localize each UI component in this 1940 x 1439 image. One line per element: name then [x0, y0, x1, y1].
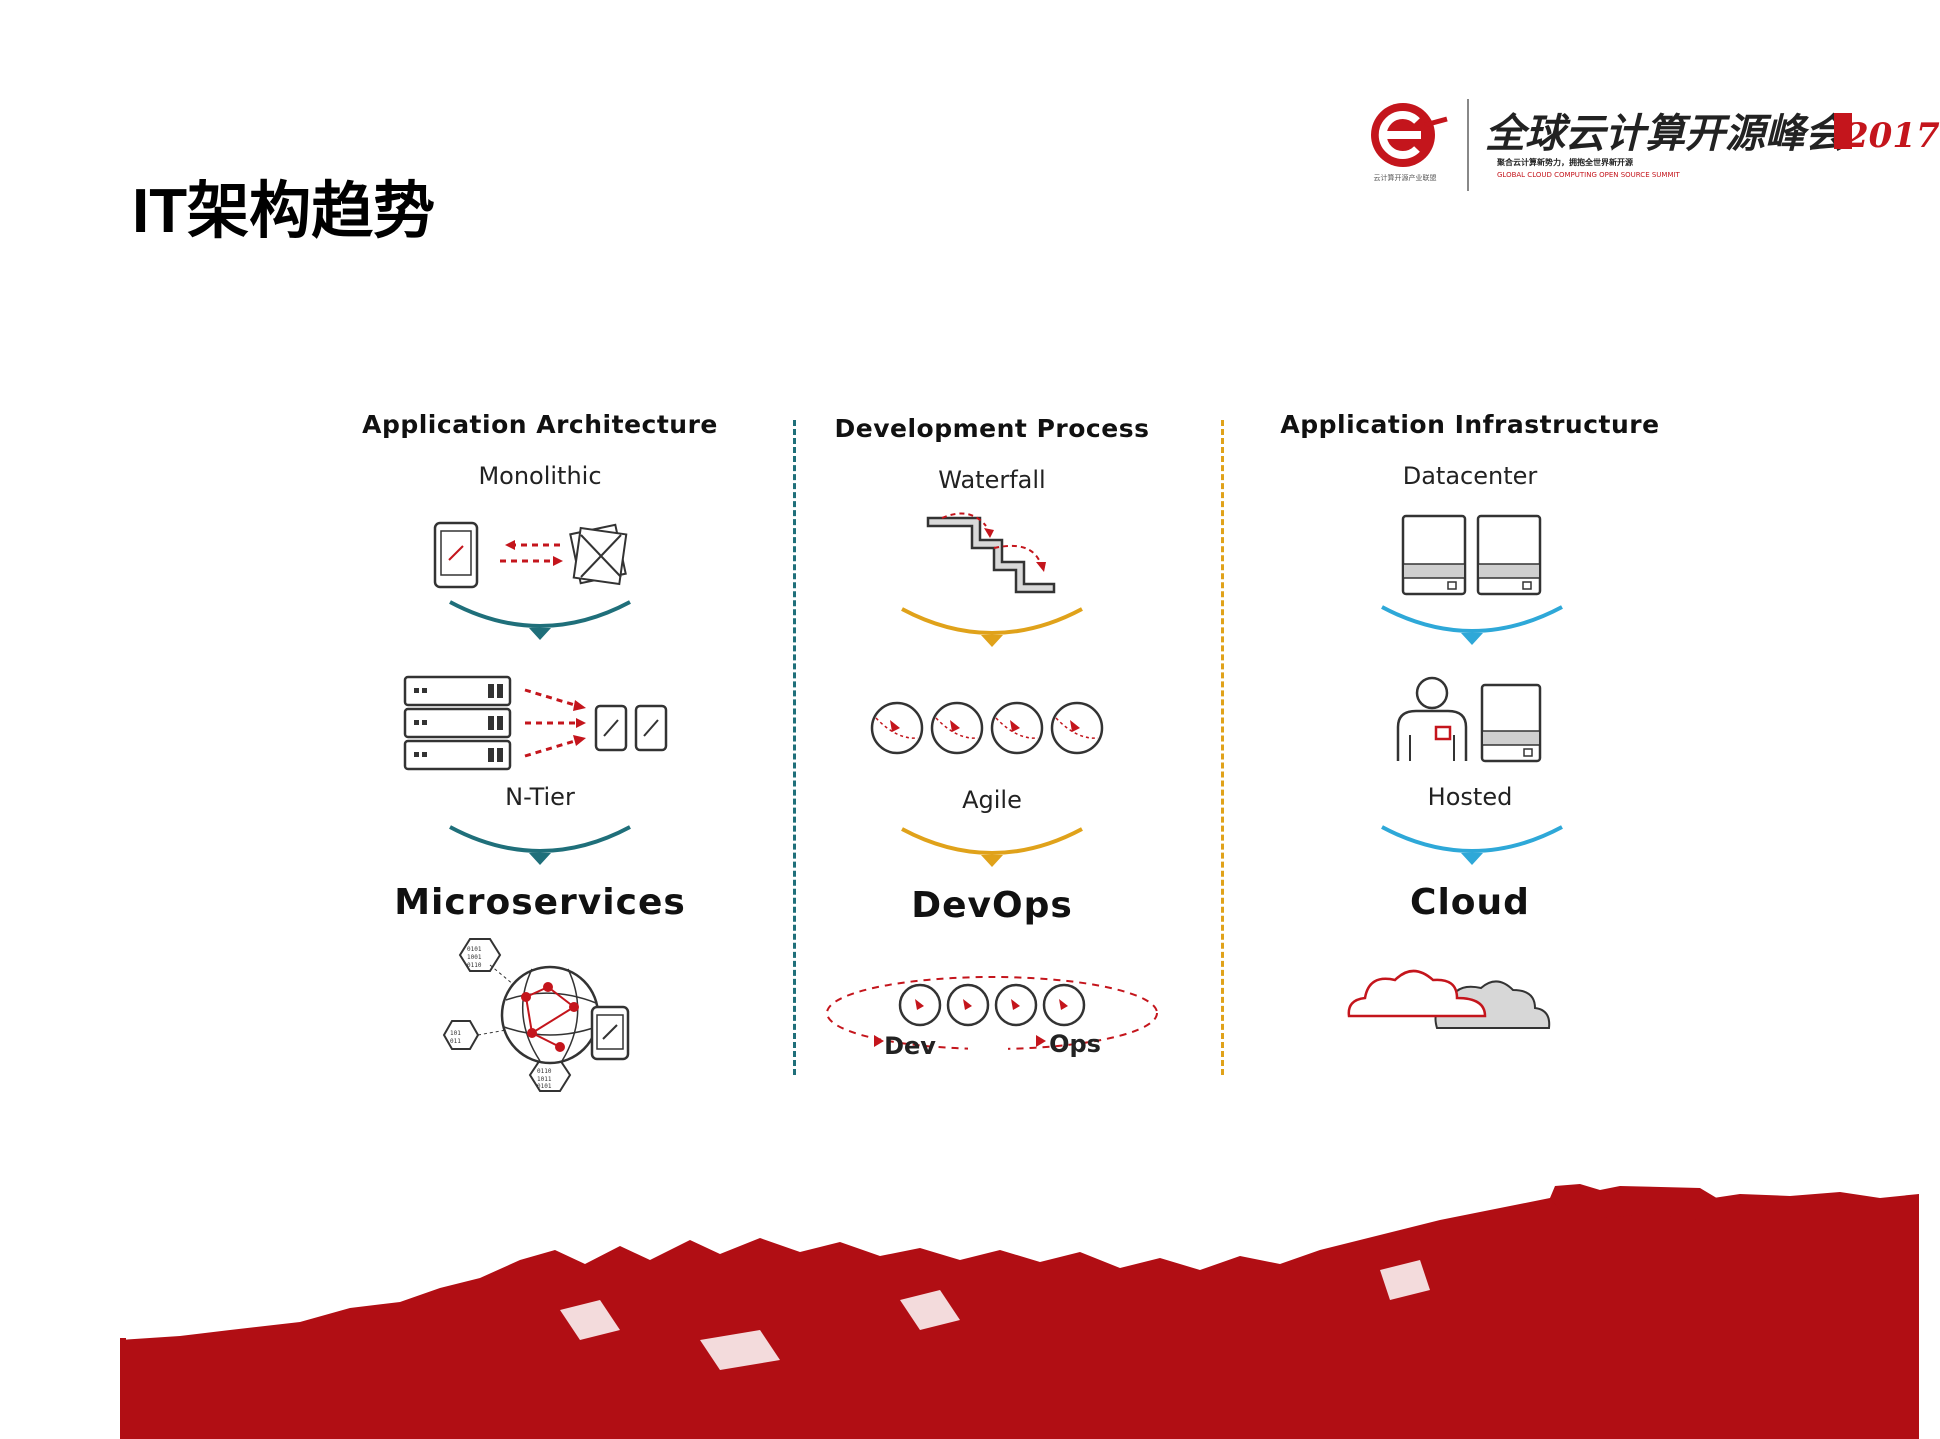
svg-text:1011: 1011: [537, 1076, 552, 1083]
page-title: IT架构趋势: [132, 177, 436, 246]
svg-text:1001: 1001: [467, 954, 482, 961]
waterfall-icon: [926, 512, 1056, 594]
process-arrow-1-icon: [901, 607, 1083, 647]
summit-slogan: 聚合云计算新势力，拥抱全世界新开源: [1497, 158, 1633, 167]
cloud-icon: [1347, 969, 1551, 1029]
summit-name-text: 全球云计算开源峰会: [1485, 110, 1845, 157]
summit-english-name: GLOBAL CLOUD COMPUTING OPEN SOURCE SUMMI…: [1497, 171, 1680, 179]
n-tier-label: N-Tier: [505, 783, 575, 811]
hosted-label: Hosted: [1427, 783, 1513, 811]
seal-icon: [1834, 113, 1852, 149]
process-heading: Development Process: [834, 414, 1150, 443]
svg-text:0110: 0110: [537, 1068, 552, 1075]
agile-sprints-icon: [870, 701, 1104, 755]
architecture-heading: Application Architecture: [362, 410, 718, 439]
divider-right: [1221, 420, 1224, 1075]
monolithic-label: Monolithic: [478, 462, 602, 490]
process-arrow-2-icon: [901, 827, 1083, 867]
summit-logo: 云计算开源产业联盟 全球云计算开源峰会2017 聚合云计算新势力，拥抱全世界新开…: [1355, 95, 1940, 195]
datacenter-icon: [1401, 514, 1542, 596]
architecture-arrow-2-icon: [449, 825, 631, 865]
architecture-arrow-1-icon: [449, 600, 631, 640]
summit-name: 全球云计算开源峰会2017: [1485, 101, 1940, 159]
datacenter-label: Datacenter: [1402, 462, 1538, 490]
divider-left: [793, 420, 796, 1075]
logo-divider: [1467, 99, 1469, 191]
devops-label: DevOps: [911, 885, 1073, 926]
cloud-label: Cloud: [1410, 882, 1530, 923]
alliance-name: 云计算开源产业联盟: [1373, 174, 1437, 182]
infrastructure-arrow-1-icon: [1381, 605, 1563, 645]
waterfall-label: Waterfall: [938, 466, 1046, 494]
hosted-icon: [1396, 676, 1542, 763]
infrastructure-arrow-2-icon: [1381, 825, 1563, 865]
svg-text:101: 101: [450, 1030, 461, 1037]
infrastructure-heading: Application Infrastructure: [1280, 410, 1660, 439]
agile-label: Agile: [962, 786, 1022, 814]
devops-loop-icon: [826, 976, 1158, 1055]
monolithic-icon: [433, 521, 628, 589]
summit-year: 2017: [1845, 116, 1940, 156]
svg-text:0110: 0110: [467, 962, 482, 969]
devops-dev-label: Dev: [884, 1032, 936, 1060]
svg-text:0101: 0101: [467, 946, 482, 953]
devops-ops-label: Ops: [1049, 1030, 1101, 1058]
great-wall-mountain-illustration: [120, 1184, 1919, 1439]
n-tier-icon: [403, 675, 668, 771]
svg-text:011: 011: [450, 1038, 461, 1045]
microservices-label: Microservices: [394, 882, 686, 923]
alliance-logo-icon: [1371, 103, 1448, 167]
svg-text:0101: 0101: [537, 1083, 552, 1090]
